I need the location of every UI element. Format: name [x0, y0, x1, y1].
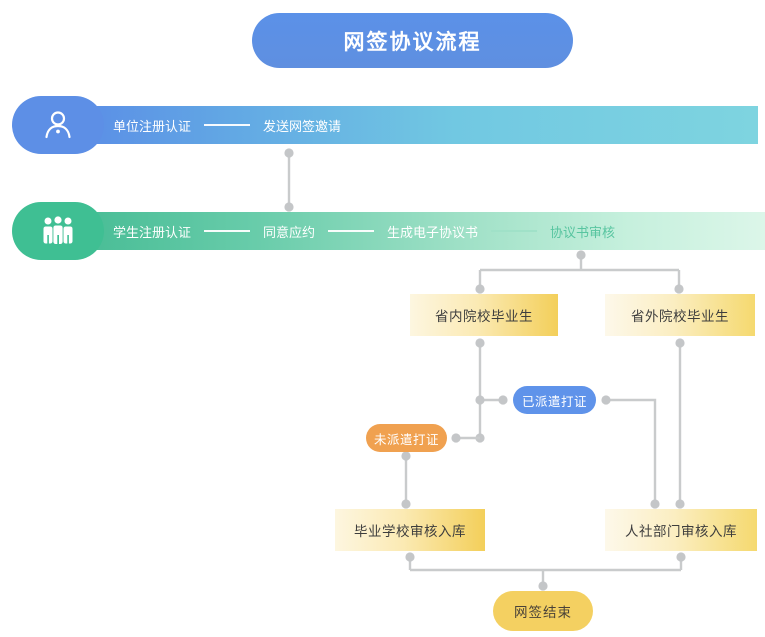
- page-title-text: 网签协议流程: [343, 30, 482, 54]
- step-divider: [204, 124, 251, 126]
- step-employer-register: 单位注册认证: [113, 118, 192, 134]
- employer-row-band: [85, 106, 758, 144]
- step-agree: 同意应约: [263, 224, 316, 240]
- node-end[interactable]: 网签结束: [493, 591, 593, 631]
- step-student-register: 学生注册认证: [113, 224, 192, 240]
- page-title: 网签协议流程: [252, 13, 573, 68]
- group-people-icon: [12, 202, 104, 260]
- node-label: 网签结束: [514, 605, 572, 620]
- node-label: 已派遣打证: [521, 394, 587, 409]
- employer-row-steps: 单位注册认证 发送网签邀请: [113, 106, 341, 144]
- step-send-invite: 发送网签邀请: [263, 118, 342, 134]
- node-label: 人社部门审核入库: [625, 524, 737, 539]
- student-row-band: [85, 212, 765, 250]
- node-dispatched[interactable]: 已派遣打证: [513, 386, 596, 414]
- step-generate-agreement: 生成电子协议书: [387, 224, 479, 240]
- node-undispatched[interactable]: 未派遣打证: [366, 424, 447, 452]
- step-divider: [328, 230, 375, 232]
- step-divider: [491, 230, 538, 232]
- node-province-in-graduate[interactable]: 省内院校毕业生: [410, 294, 558, 336]
- student-row-steps: 学生注册认证 同意应约 生成电子协议书 协议书审核: [113, 212, 615, 250]
- node-label: 毕业学校审核入库: [354, 524, 466, 539]
- step-divider: [204, 230, 251, 232]
- node-label: 未派遣打证: [373, 432, 439, 447]
- node-label: 省外院校毕业生: [631, 309, 729, 324]
- node-province-out-graduate[interactable]: 省外院校毕业生: [605, 294, 755, 336]
- person-icon: [12, 96, 104, 154]
- node-hr-review[interactable]: 人社部门审核入库: [605, 509, 757, 551]
- step-agreement-review: 协议书审核: [550, 224, 616, 240]
- node-school-review[interactable]: 毕业学校审核入库: [335, 509, 485, 551]
- node-label: 省内院校毕业生: [435, 309, 533, 324]
